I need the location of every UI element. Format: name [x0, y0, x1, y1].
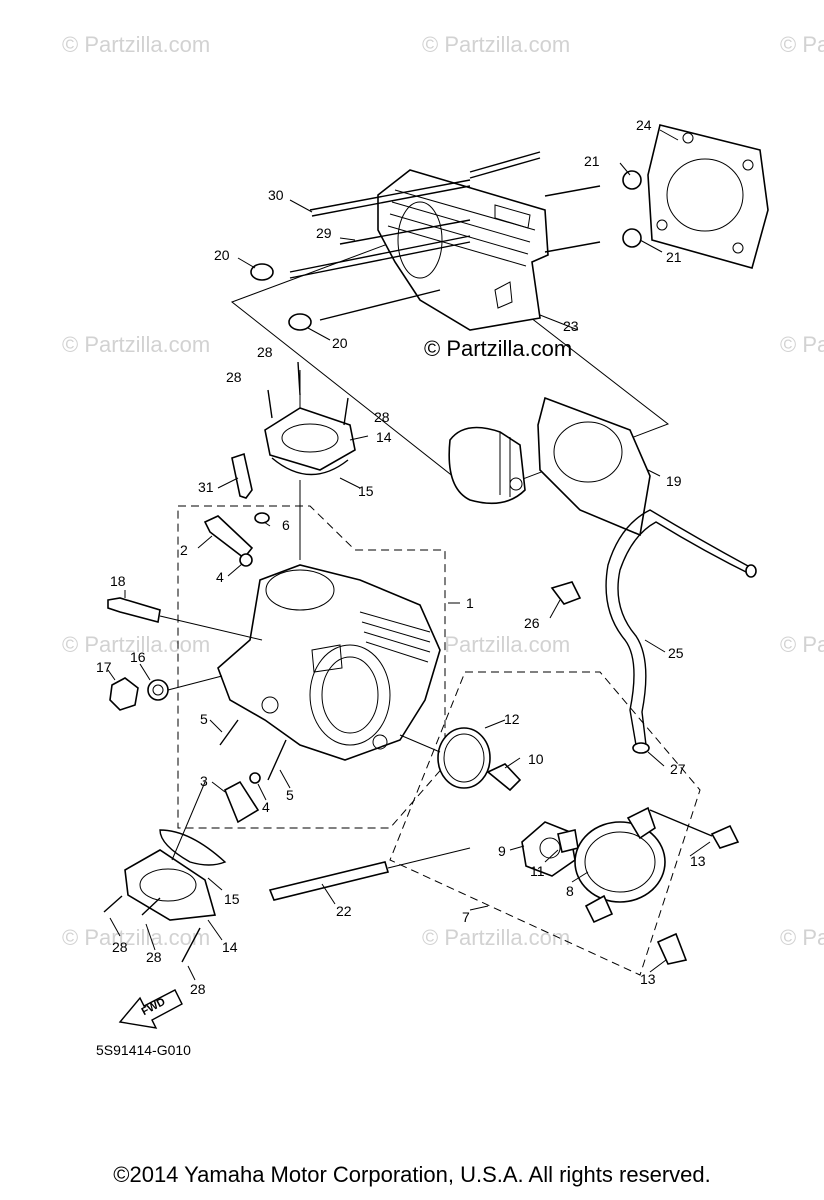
breather-hose — [550, 509, 757, 754]
callout-28: 28 — [190, 981, 206, 997]
callout-21: 21 — [666, 249, 682, 265]
watermark: © Partzilla.com — [422, 632, 570, 657]
head-cover-bottom — [103, 781, 227, 963]
callout-28: 28 — [146, 949, 162, 965]
diagram-code: 5S91414-G010 — [96, 1042, 191, 1058]
callout-16: 16 — [130, 649, 146, 665]
watermarks: © Partzilla.com © Partzilla.com © Partzi… — [62, 32, 824, 950]
callout-30: 30 — [268, 187, 284, 203]
cylinder-head — [107, 452, 446, 829]
callout-20: 20 — [214, 247, 230, 263]
callout-14: 14 — [222, 939, 238, 955]
callout-25: 25 — [668, 645, 684, 661]
callout-20: 20 — [332, 335, 348, 351]
callout-28: 28 — [374, 409, 390, 425]
watermark: © Partzilla.com — [780, 925, 824, 950]
callout-8: 8 — [566, 883, 574, 899]
watermark: © Partzilla.com — [62, 925, 210, 950]
callout-15: 15 — [358, 483, 374, 499]
callout-3: 3 — [200, 773, 208, 789]
watermark-main: © Partzilla.com — [424, 336, 572, 361]
callout-28: 28 — [112, 939, 128, 955]
callout-15: 15 — [224, 891, 240, 907]
callouts: 24 21 21 30 29 20 20 23 28 28 28 14 15 1… — [96, 117, 706, 997]
callout-7: 7 — [462, 909, 470, 925]
callout-29: 29 — [316, 225, 332, 241]
callout-18: 18 — [110, 573, 126, 589]
leader-lines — [107, 129, 711, 981]
callout-2: 2 — [180, 542, 188, 558]
callout-5: 5 — [200, 711, 208, 727]
fwd-arrow-icon: FWD — [118, 989, 183, 1029]
callout-23: 23 — [563, 318, 579, 334]
bolt-22 — [268, 847, 471, 901]
copyright-notice: ©2014 Yamaha Motor Corporation, U.S.A. A… — [113, 1162, 711, 1187]
bolts-13 — [649, 809, 740, 965]
callout-24: 24 — [636, 117, 652, 133]
callout-5: 5 — [286, 787, 294, 803]
watermark: © Partzilla.com — [62, 332, 210, 357]
callout-17: 17 — [96, 659, 112, 675]
callout-21: 21 — [584, 153, 600, 169]
piston-assembly — [448, 396, 651, 537]
watermark: © Partzilla.com — [422, 925, 570, 950]
callout-27: 27 — [670, 761, 686, 777]
callout-10: 10 — [528, 751, 544, 767]
watermark: © Partzilla.com — [62, 632, 210, 657]
watermark: © Partzilla.com — [62, 32, 210, 57]
head-cover-top — [264, 370, 356, 560]
cylinder-assembly — [230, 124, 769, 497]
callout-11: 11 — [530, 863, 545, 879]
callout-14: 14 — [376, 429, 392, 445]
callout-13: 13 — [690, 853, 706, 869]
callout-28: 28 — [226, 369, 242, 385]
fwd-label: FWD — [140, 996, 168, 1018]
callout-13: 13 — [640, 971, 656, 987]
callout-4: 4 — [216, 569, 224, 585]
callout-19: 19 — [666, 473, 682, 489]
callout-6: 6 — [282, 517, 290, 533]
callout-4: 4 — [262, 799, 270, 815]
intake-cover-group — [389, 671, 701, 976]
watermark: © Partzilla.com — [422, 32, 570, 57]
watermark: © Partzilla.com — [780, 332, 824, 357]
callout-31: 31 — [198, 479, 214, 495]
watermark: © Partzilla.com — [780, 32, 824, 57]
callout-12: 12 — [504, 711, 520, 727]
top-bolts-28 — [267, 361, 349, 426]
callout-26: 26 — [524, 615, 540, 631]
watermark: © Partzilla.com — [780, 632, 824, 657]
callout-22: 22 — [336, 903, 352, 919]
callout-28: 28 — [257, 344, 273, 360]
callout-1: 1 — [466, 595, 474, 611]
callout-9: 9 — [498, 843, 506, 859]
